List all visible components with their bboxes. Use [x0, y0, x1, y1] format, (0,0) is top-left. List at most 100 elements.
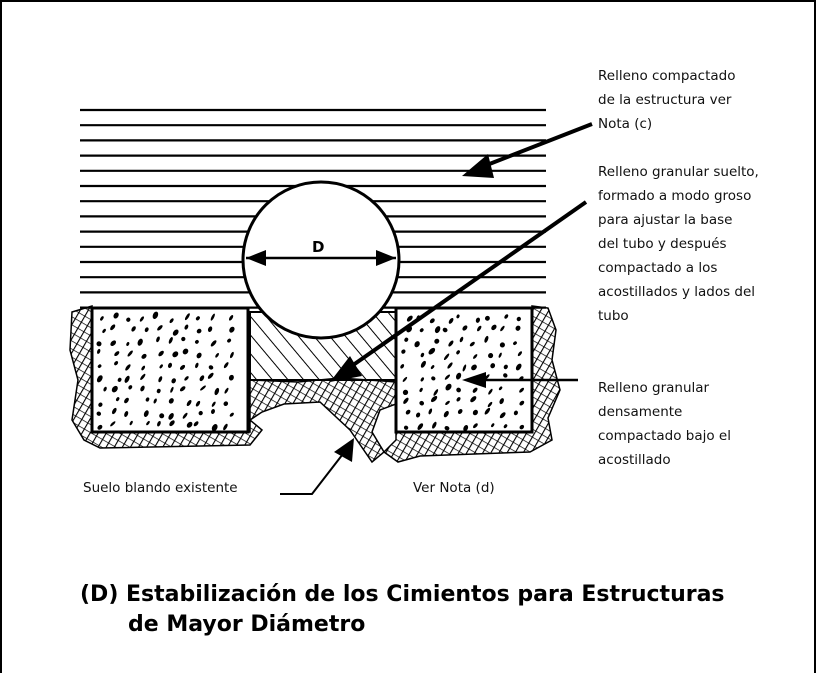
gravel-dot — [140, 385, 145, 392]
gravel-dot — [445, 383, 452, 391]
gravel-dot — [223, 401, 229, 407]
gravel-dot — [499, 412, 506, 419]
note-dense-granular-fill: Relleno granular densamente compactado b… — [598, 380, 731, 468]
gravel-dot — [475, 317, 480, 323]
gravel-dot — [200, 385, 206, 391]
soft-soil-right — [382, 305, 561, 463]
gravel-dot — [110, 421, 116, 427]
gravel-dot — [229, 412, 234, 417]
gravel-dot — [469, 341, 475, 347]
gravel-dot — [515, 325, 521, 331]
gravel-dot — [503, 364, 508, 370]
gravel-dot — [223, 362, 229, 369]
gravel-dot — [215, 352, 219, 358]
gravel-dot — [102, 328, 106, 334]
gravel-dot — [97, 348, 101, 354]
gravel-dot — [456, 350, 460, 355]
gravel-dot — [430, 365, 435, 370]
gravel-dot — [98, 402, 103, 407]
gravel-dot — [141, 353, 147, 359]
gravel-dot — [516, 316, 521, 322]
gravel-dot — [152, 311, 159, 320]
gravel-dot — [414, 341, 420, 348]
gravel-dot — [143, 410, 149, 417]
gravel-dot — [419, 400, 425, 406]
gravel-dot — [137, 338, 143, 346]
note-see-note-d: Ver Nota (d) — [413, 480, 495, 496]
gravel-dot — [417, 423, 424, 430]
gravel-dot — [211, 401, 216, 407]
gravel-dot — [484, 315, 490, 321]
gravel-dot — [144, 327, 149, 333]
gravel-dot — [228, 374, 234, 381]
gravel-dot — [96, 411, 102, 416]
gravel-dot — [433, 389, 439, 396]
gravel-dot — [420, 360, 426, 368]
gravel-dot — [403, 397, 409, 404]
gravel-dot — [126, 317, 131, 322]
gravel-dot — [456, 372, 462, 380]
leader-arrow-granular — [330, 200, 588, 382]
gravel-dot — [195, 362, 199, 369]
gravel-dot — [229, 351, 234, 359]
gravel-dot — [484, 335, 489, 343]
gravel-dot — [472, 387, 478, 393]
gravel-dot — [168, 413, 174, 420]
gravel-dot — [110, 324, 116, 331]
gravel-dot — [420, 377, 424, 382]
gravel-dot — [415, 412, 421, 418]
gravel-dot — [96, 375, 103, 383]
gravel-dot — [184, 376, 189, 381]
gravel-dot — [168, 398, 174, 404]
soft-soil-center — [249, 377, 397, 464]
gravel-dot — [419, 328, 424, 333]
diameter-arrow-left — [246, 250, 266, 266]
gravel-dot — [487, 401, 493, 408]
gravel-dot — [428, 408, 433, 415]
gravel-dot — [459, 336, 464, 343]
gravel-dot — [488, 388, 493, 395]
gravel-dot — [228, 314, 234, 321]
gravel-dot — [96, 341, 102, 347]
gravel-dot — [434, 338, 440, 344]
gravel-dot — [196, 352, 202, 359]
gravel-dot — [462, 325, 468, 331]
dense-fill-left — [90, 306, 250, 434]
gravel-dot — [195, 400, 201, 407]
gravel-dot — [114, 351, 120, 357]
gravel-dot — [434, 326, 441, 334]
gravel-dot — [172, 351, 179, 358]
gravel-dot — [124, 411, 129, 417]
gravel-dot — [214, 387, 220, 396]
gravel-dot — [145, 397, 150, 402]
gravel-dot — [519, 424, 525, 430]
gravel-dot — [159, 364, 163, 369]
gravel-dot — [499, 342, 505, 348]
diameter-label: D — [312, 238, 325, 256]
gravel-dot — [156, 336, 160, 343]
gravel-dot — [419, 387, 423, 393]
gravel-dot — [114, 361, 119, 366]
note-loose-granular-fill: Relleno granular suelto, formado a modo … — [598, 164, 759, 324]
gravel-dot — [504, 314, 509, 319]
gravel-dot — [207, 326, 213, 332]
gravel-dot — [157, 325, 163, 331]
leader-arrow-compacted — [462, 122, 593, 178]
gravel-dot — [513, 410, 518, 416]
gravel-dot — [115, 397, 120, 402]
gravel-dot — [193, 421, 199, 427]
gravel-dot — [515, 363, 522, 371]
gravel-dot — [463, 424, 469, 432]
gravel-dot — [113, 312, 119, 319]
gravel-dot — [447, 362, 453, 369]
diameter-arrow-right — [376, 250, 396, 266]
gravel-dot — [157, 420, 161, 427]
figure-caption: (D) Estabilización de los Cimientos para… — [80, 580, 800, 640]
gravel-dot — [97, 424, 103, 430]
leader-arrow-soft-soil — [280, 438, 354, 495]
gravel-dot — [457, 409, 463, 414]
gravel-dot — [211, 424, 218, 432]
gravel-dot — [429, 318, 435, 324]
gravel-dot — [186, 421, 193, 428]
